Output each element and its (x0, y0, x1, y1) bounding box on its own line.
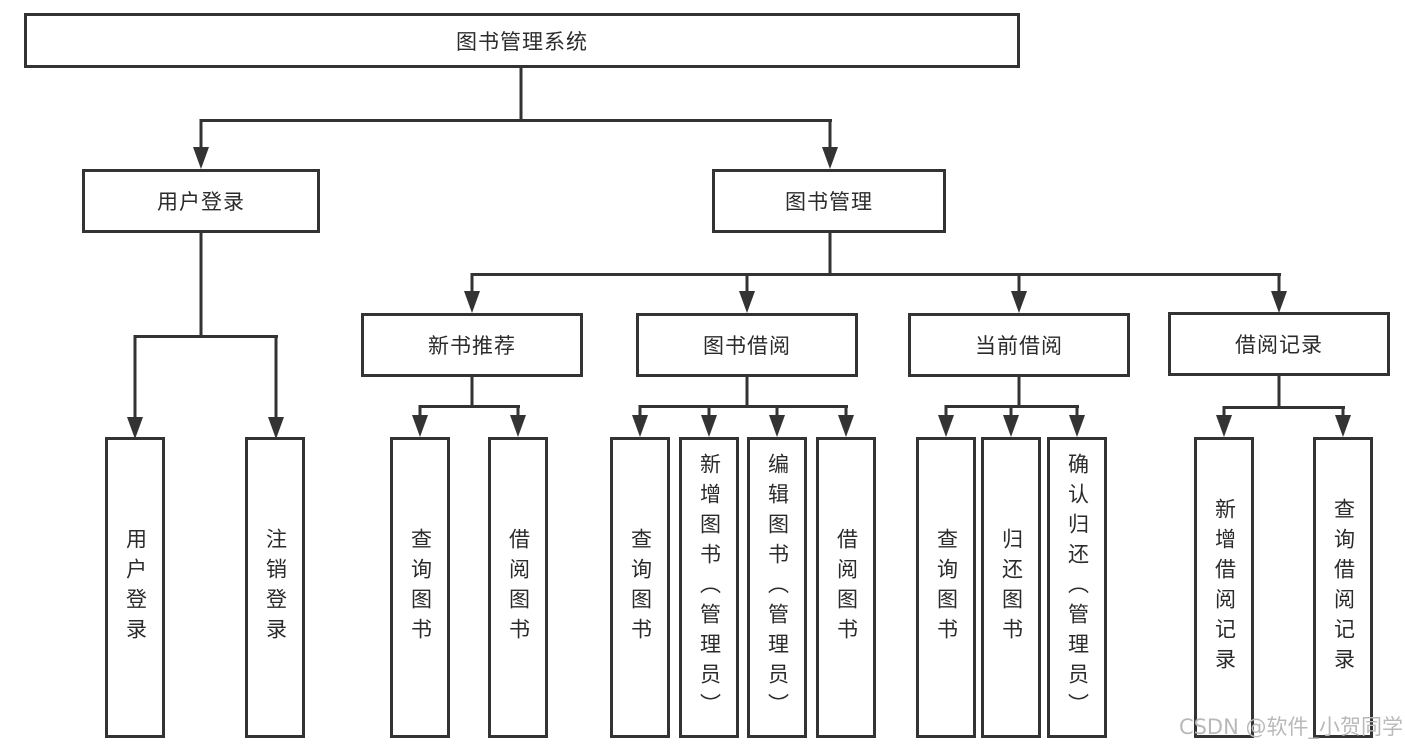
leaf-label: 查询图书 (628, 527, 653, 648)
leaf-label: 编辑图书（管理员） (765, 452, 790, 723)
connector-line (1009, 405, 1013, 424)
connector-line (133, 335, 137, 424)
connector-line (946, 405, 1079, 408)
watermark-text: CSDN @软件_小贺同学 (1178, 715, 1403, 739)
connector-line (470, 273, 474, 298)
leaf-label: 用户登录 (123, 527, 148, 648)
leaf-edit-book-admin: 编辑图书（管理员） (747, 437, 807, 738)
node-book-management: 图书管理 (712, 169, 946, 233)
connector-line (745, 377, 749, 408)
connector-line (944, 405, 948, 424)
leaf-query-book-borrowing: 查询图书 (610, 437, 670, 738)
connector-line (1224, 406, 1345, 409)
connector-line (470, 377, 474, 408)
arrow-down-icon (1216, 415, 1232, 437)
connector-line (775, 405, 779, 424)
connector-line (828, 233, 832, 276)
leaf-label: 借阅图书 (834, 527, 859, 648)
leaf-label: 借阅图书 (506, 527, 531, 648)
arrow-down-icon (510, 415, 526, 437)
connector-line (707, 405, 711, 424)
connector-line (135, 335, 278, 338)
arrow-down-icon (838, 415, 854, 437)
leaf-borrow-book: 借阅图书 (816, 437, 876, 738)
arrow-down-icon (1011, 291, 1027, 313)
leaf-logout: 注销登录 (245, 437, 305, 738)
node-new-book-recommend: 新书推荐 (361, 313, 583, 377)
connector-line (1017, 273, 1021, 298)
leaf-query-borrow-record: 查询借阅记录 (1313, 437, 1373, 738)
connector-line (199, 119, 203, 155)
arrow-down-icon (1335, 415, 1351, 437)
connector-line (199, 233, 203, 338)
leaf-borrow-book-recommend: 借阅图书 (488, 437, 548, 738)
arrow-down-icon (822, 147, 838, 169)
node-root: 图书管理系统 (24, 13, 1020, 68)
arrow-down-icon (268, 417, 284, 439)
connector-line (1277, 375, 1281, 409)
connector-line (418, 405, 422, 424)
leaf-query-book-current: 查询图书 (916, 437, 976, 738)
leaf-label: 注销登录 (263, 527, 288, 648)
connector-line (420, 405, 520, 408)
arrow-down-icon (412, 415, 428, 437)
connector-line (638, 405, 642, 424)
leaf-label: 查询借阅记录 (1331, 497, 1356, 678)
leaf-add-borrow-record: 新增借阅记录 (1194, 437, 1254, 738)
node-borrowing-records: 借阅记录 (1168, 312, 1390, 376)
connector-line (516, 405, 520, 424)
node-book-borrowing: 图书借阅 (636, 313, 858, 377)
connector-line (1277, 273, 1281, 298)
connector-line (472, 273, 1281, 276)
arrow-down-icon (1069, 415, 1085, 437)
connector-line (844, 405, 848, 424)
leaf-query-book-recommend: 查询图书 (390, 437, 450, 738)
node-current-borrowing: 当前借阅 (908, 313, 1130, 377)
node-user-login: 用户登录 (82, 169, 320, 233)
leaf-label: 新增借阅记录 (1212, 497, 1237, 678)
leaf-label: 新增图书（管理员） (697, 452, 722, 723)
arrow-down-icon (769, 415, 785, 437)
leaf-label: 确认归还（管理员） (1065, 452, 1090, 723)
leaf-confirm-return-admin: 确认归还（管理员） (1047, 437, 1107, 738)
arrow-down-icon (1271, 291, 1287, 313)
leaf-return-book: 归还图书 (981, 437, 1041, 738)
arrow-down-icon (127, 417, 143, 439)
connector-line (1075, 405, 1079, 424)
arrow-down-icon (464, 291, 480, 313)
arrow-down-icon (739, 291, 755, 313)
connector-line (828, 119, 832, 155)
connector-line (745, 273, 749, 298)
leaf-user-login: 用户登录 (105, 437, 165, 738)
connector-line (201, 119, 832, 122)
connector-line (1017, 377, 1021, 408)
leaf-add-book-admin: 新增图书（管理员） (679, 437, 739, 738)
leaf-label: 查询图书 (934, 527, 959, 648)
connector-line (640, 405, 848, 408)
connector-line (274, 335, 278, 424)
arrow-down-icon (938, 415, 954, 437)
leaf-label: 归还图书 (999, 527, 1024, 648)
arrow-down-icon (193, 147, 209, 169)
arrow-down-icon (701, 415, 717, 437)
leaf-label: 查询图书 (408, 527, 433, 648)
arrow-down-icon (632, 415, 648, 437)
arrow-down-icon (1003, 415, 1019, 437)
connector-line (519, 68, 523, 122)
